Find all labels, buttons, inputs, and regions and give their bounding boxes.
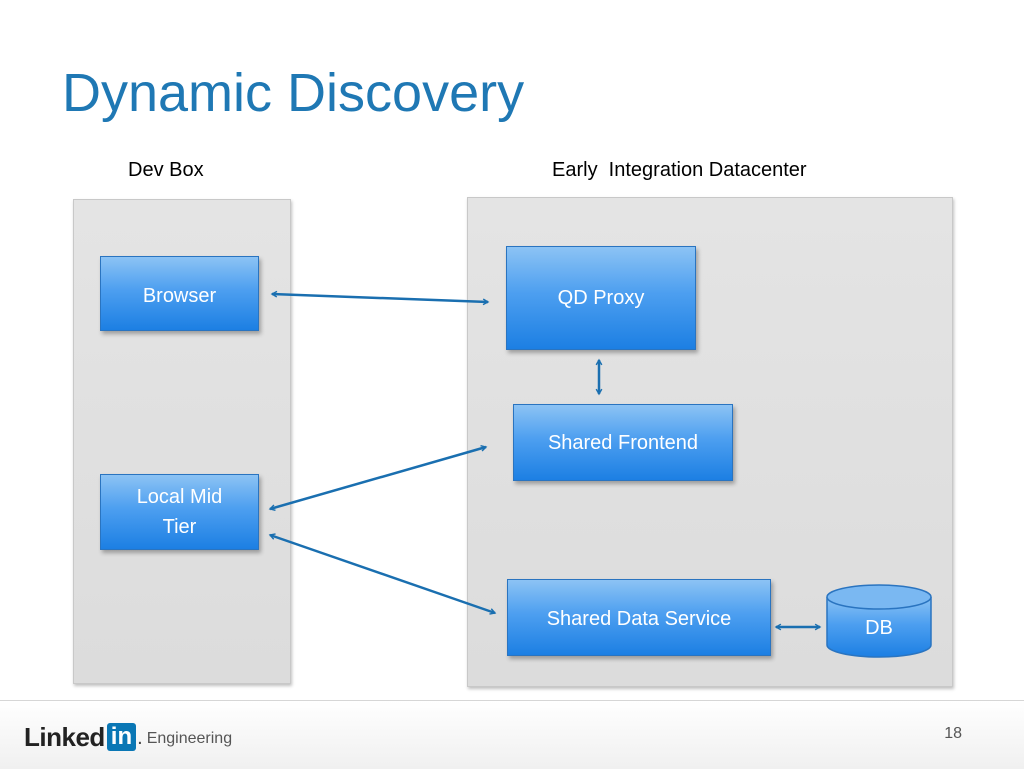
arrow-browser-qdproxy: [272, 294, 488, 302]
logo-in-box: in: [106, 723, 137, 751]
local-mid-tier-label-line2: Tier: [162, 516, 197, 538]
arrow-midtier-frontend: [270, 447, 486, 509]
qd-proxy-node: QD Proxy: [506, 246, 696, 350]
dev-box-label: Dev Box: [128, 159, 204, 181]
qd-proxy-label: QD Proxy: [557, 287, 645, 309]
browser-label: Browser: [142, 285, 217, 307]
local-mid-tier-node: Local Mid Tier: [100, 474, 259, 550]
logo-word: Linked: [24, 722, 105, 752]
db-label: DB: [865, 617, 893, 639]
slide-footer: Linked in . Engineering 18: [0, 700, 1024, 769]
linkedin-logo: Linked in . Engineering: [24, 721, 232, 751]
slide-title: Dynamic Discovery: [62, 63, 525, 123]
shared-frontend-node: Shared Frontend: [513, 404, 733, 481]
logo-engineering: Engineering: [146, 730, 233, 747]
arrow-midtier-dataservice: [270, 535, 495, 613]
page-number: 18: [944, 725, 962, 742]
shared-data-service-label: Shared Data Service: [546, 608, 732, 630]
browser-node: Browser: [100, 256, 259, 331]
shared-frontend-label: Shared Frontend: [547, 431, 699, 454]
db-cylinder: DB: [826, 584, 932, 658]
local-mid-tier-label-line1: Local Mid: [136, 486, 223, 508]
logo-dot: .: [137, 727, 143, 749]
datacenter-label: Early Integration Datacenter: [552, 159, 807, 181]
shared-data-service-node: Shared Data Service: [507, 579, 771, 656]
